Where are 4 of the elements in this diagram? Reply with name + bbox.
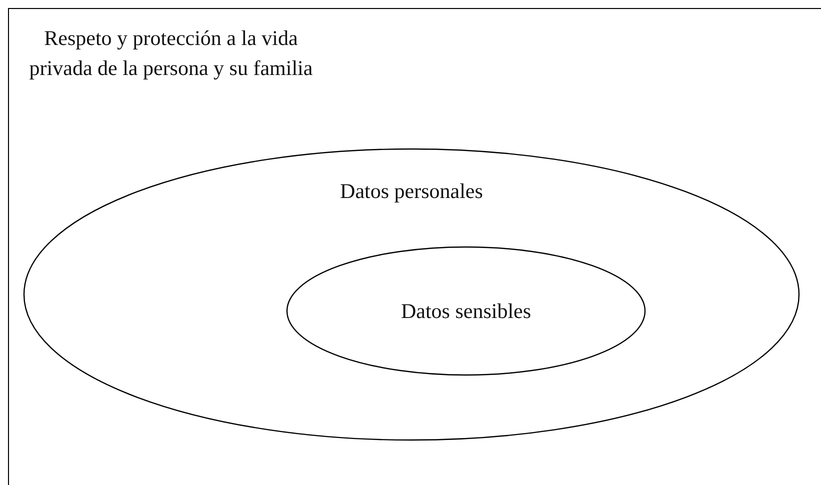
region-label: Datos personales (339, 178, 484, 205)
region-frame (8, 8, 821, 485)
region-label: Datos sensibles (400, 298, 532, 325)
region-heading: Respeto y protección a la vida privada de la persona y su familia (28, 25, 314, 82)
